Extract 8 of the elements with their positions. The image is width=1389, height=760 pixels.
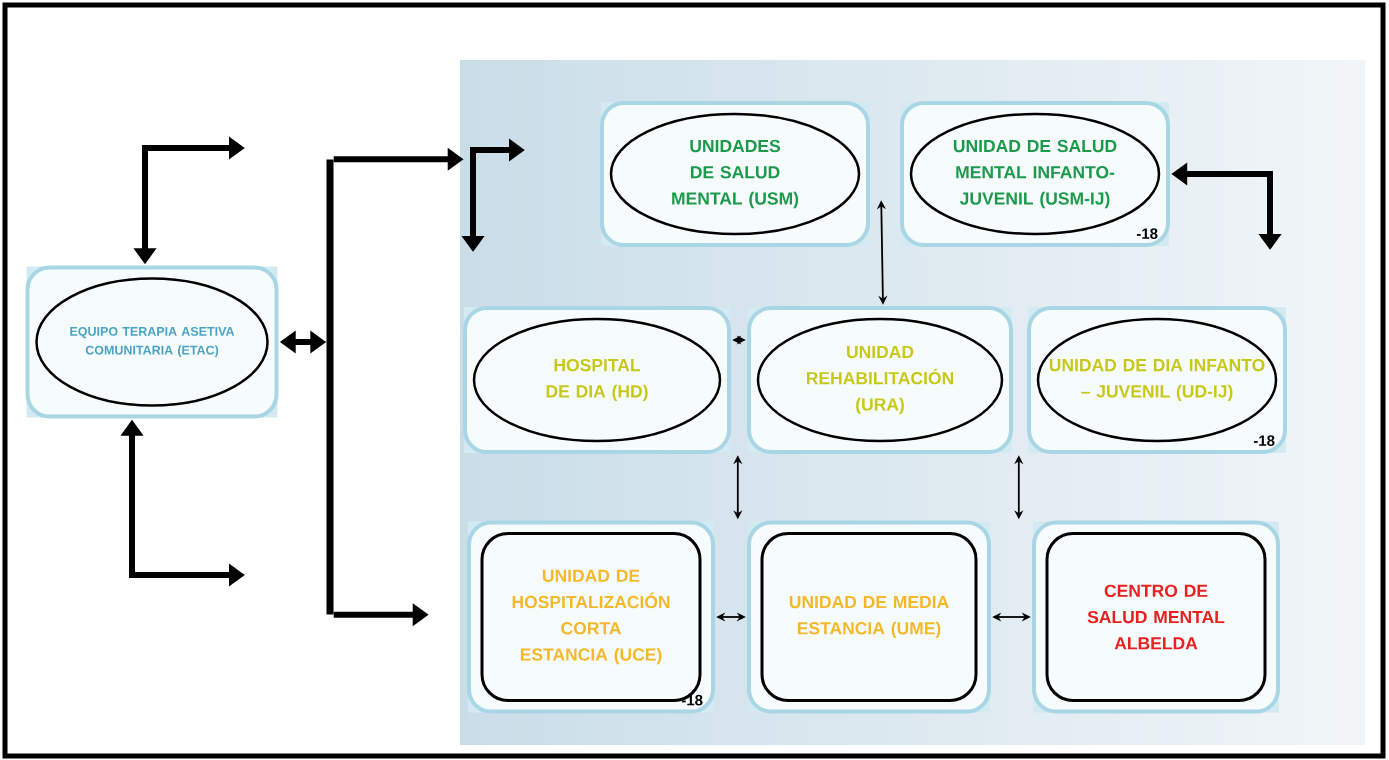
unit-box: HOSPITAL DE DIA (HD): [463, 306, 731, 454]
unit-box: UNIDAD DE SALUD MENTAL INFANTO-JUVENIL (USM-IJ) -18: [900, 101, 1170, 247]
unit-box: UNIDAD REHABILITACIÓN (URA): [747, 306, 1013, 454]
unit-box: UNIDAD DE MEDIA ESTANCIA (UME): [747, 520, 991, 714]
unit-box: UNIDAD DE DIA INFANTO – JUVENIL (UD-IJ) -18: [1027, 306, 1287, 454]
unit-box: UNIDADES DE SALUD MENTAL (USM): [600, 101, 870, 247]
unit-box: EQUIPO TERAPIA ASETIVA COMUNITARIA (ETAC): [25, 265, 279, 419]
unit-box: CENTRO DE SALUD MENTAL ALBELDA: [1032, 520, 1280, 714]
